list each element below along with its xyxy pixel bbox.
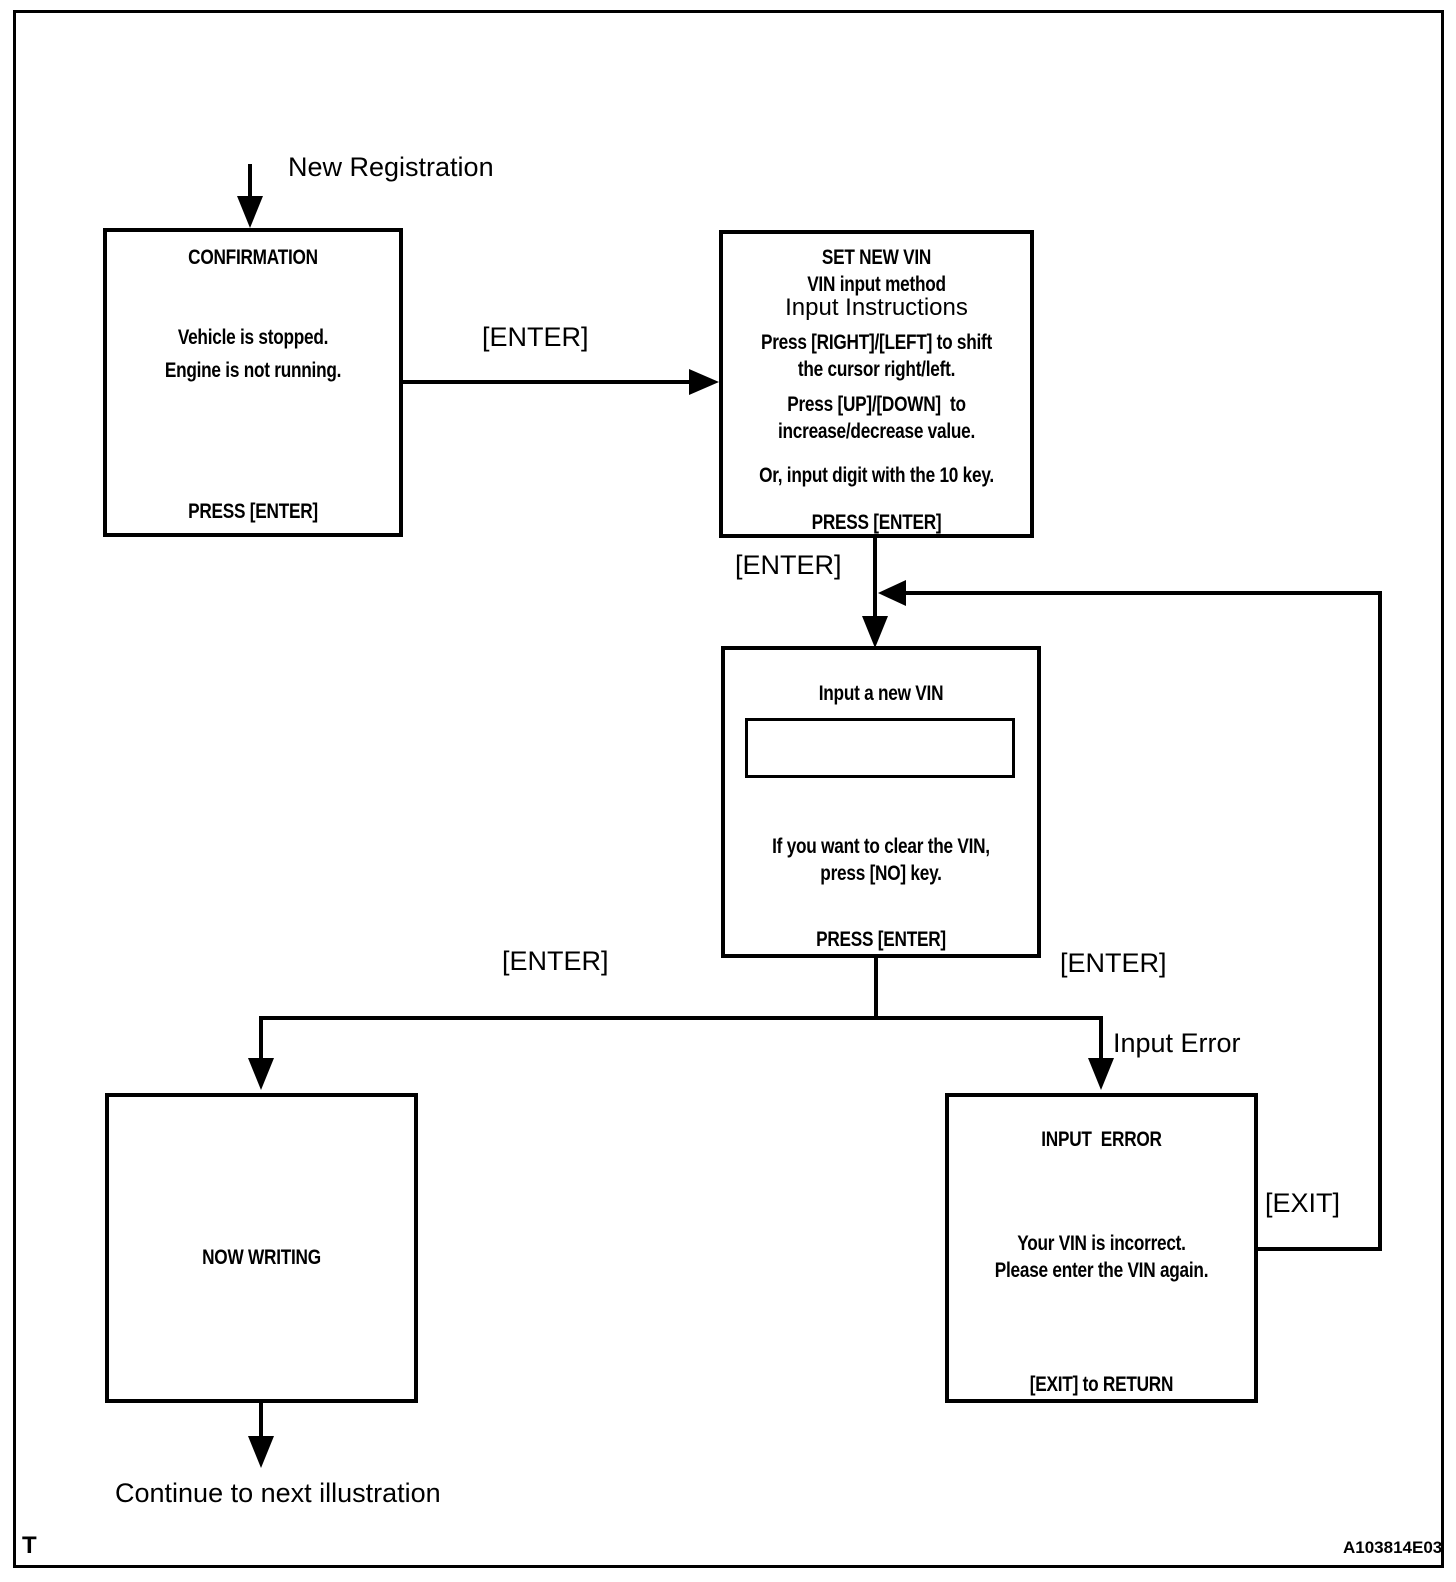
- continue-label: Continue to next illustration: [115, 1478, 441, 1508]
- set-new-vin-box: SET NEW VIN VIN input method Input Instr…: [719, 230, 1034, 538]
- setvin-line4: increase/decrease value.: [777, 420, 976, 443]
- confirmation-footer: PRESS [ENTER]: [188, 500, 318, 523]
- setvin-line5: Or, input digit with the 10 key.: [759, 464, 994, 487]
- figure-code-label: A103814E03: [1343, 1538, 1443, 1557]
- branch-horizontal-line: [259, 1016, 1103, 1020]
- enter-label-left-branch: [ENTER]: [502, 946, 609, 976]
- setvin-line3: Press [UP]/[DOWN] to: [787, 393, 966, 416]
- setvin-footer: PRESS [ENTER]: [811, 511, 942, 534]
- enter-label-right-branch: [ENTER]: [1060, 948, 1167, 978]
- arrow-continue-shaft: [259, 1401, 263, 1438]
- arrowhead-left-exit-return: [878, 580, 906, 606]
- setvin-subtitle: VIN input method: [807, 273, 946, 296]
- input-error-box: INPUT ERROR Your VIN is incorrect. Pleas…: [945, 1093, 1258, 1403]
- inputvin-line1: If you want to clear the VIN,: [772, 835, 990, 858]
- nowwriting-title: NOW WRITING: [202, 1246, 321, 1269]
- setvin-line1: Press [RIGHT]/[LEFT] to shift: [760, 331, 993, 354]
- arrowhead-down-continue: [248, 1436, 274, 1468]
- arrow-confirmation-to-setvin-shaft: [401, 380, 691, 384]
- setvin-line2: the cursor right/left.: [797, 358, 956, 381]
- arrowhead-down-to-nowwriting: [248, 1058, 274, 1090]
- inputerror-title: INPUT ERROR: [1041, 1128, 1162, 1151]
- exit-return-line-bottom: [1257, 1247, 1382, 1251]
- arrow-new-registration-shaft: [248, 164, 252, 200]
- exit-return-line-right: [1378, 591, 1382, 1251]
- confirmation-title: CONFIRMATION: [188, 246, 318, 269]
- inputvin-title: Input a new VIN: [818, 682, 944, 705]
- exit-label: [EXIT]: [1265, 1188, 1341, 1218]
- arrowhead-right-to-setvin: [689, 369, 719, 395]
- input-error-label: Input Error: [1113, 1028, 1241, 1058]
- setvin-title: SET NEW VIN: [821, 246, 932, 269]
- diagram-border: [13, 10, 1444, 1568]
- setvin-heading: Input Instructions: [785, 294, 968, 321]
- inputvin-line2: press [NO] key.: [820, 862, 942, 885]
- inputvin-footer: PRESS [ENTER]: [816, 928, 946, 951]
- arrowhead-down-new-registration: [237, 196, 263, 228]
- now-writing-box: NOW WRITING: [105, 1093, 418, 1403]
- arrowhead-down-to-inputvin: [862, 616, 888, 648]
- new-registration-label: New Registration: [288, 152, 494, 182]
- confirmation-line1: Vehicle is stopped.: [177, 326, 329, 349]
- confirmation-line2: Engine is not running.: [164, 359, 342, 382]
- vin-input-field: [745, 718, 1015, 778]
- branch-stub: [874, 957, 878, 1018]
- exit-return-line-top: [906, 591, 1380, 595]
- inputerror-line2: Please enter the VIN again.: [994, 1259, 1209, 1282]
- corner-t-label: T: [22, 1532, 37, 1559]
- enter-label-top: [ENTER]: [482, 322, 589, 352]
- inputerror-footer: [EXIT] to RETURN: [1029, 1373, 1174, 1396]
- branch-left-shaft: [259, 1016, 263, 1060]
- arrowhead-down-to-inputerror: [1088, 1058, 1114, 1090]
- enter-label-mid: [ENTER]: [735, 550, 842, 580]
- confirmation-box: CONFIRMATION Vehicle is stopped. Engine …: [103, 228, 403, 537]
- branch-right-shaft: [1099, 1016, 1103, 1060]
- inputerror-line1: Your VIN is incorrect.: [1017, 1232, 1186, 1255]
- input-vin-box: Input a new VIN If you want to clear the…: [721, 646, 1041, 958]
- arrow-setvin-to-inputvin-shaft: [873, 535, 877, 620]
